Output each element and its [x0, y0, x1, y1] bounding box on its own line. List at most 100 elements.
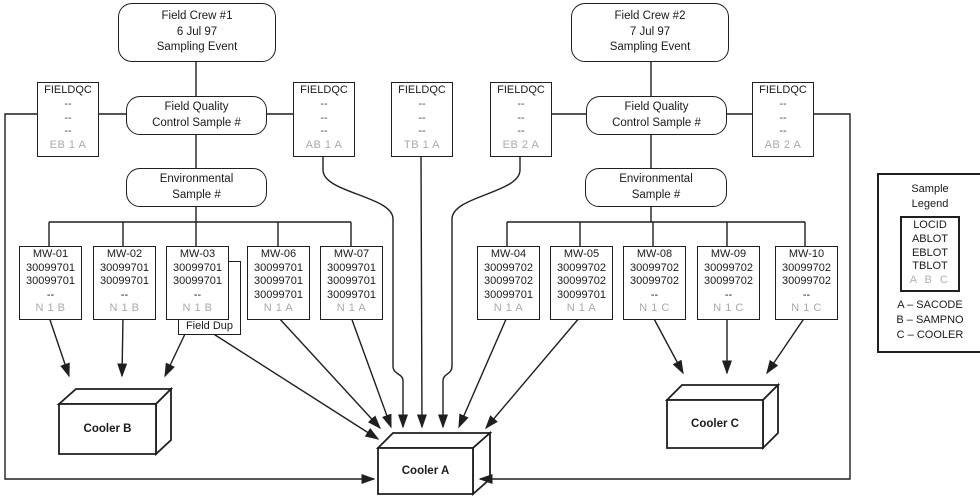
arrow-tb1a-to-cooler-a	[416, 153, 427, 429]
arrow-eb1a-route-to-cooler-a	[4, 113, 376, 484]
fieldqc-box-ab2a: FIELDQC -- -- -- AB 2 A	[752, 82, 814, 157]
right-well-drops	[506, 222, 806, 246]
well-lot-3: --	[120, 288, 129, 301]
arrow-mw02-to-cooler-b	[117, 316, 128, 378]
field-crew-2-box: Field Crew #2 7 Jul 97 Sampling Event	[571, 3, 729, 62]
fieldqc-title: FIELDQC	[44, 84, 92, 96]
fieldqc-title: FIELDQC	[300, 84, 348, 96]
well-lot-3: --	[724, 288, 733, 301]
well-lot-3: 30099701	[327, 288, 376, 301]
well-lot-1: 30099701	[100, 261, 149, 274]
well-code: N 1 A	[263, 302, 294, 315]
cooler-b-shape	[56, 386, 174, 457]
fieldqc-code: AB 1 A	[305, 139, 343, 152]
fqc-sample-2-box: Field Quality Control Sample #	[586, 96, 727, 135]
well-name: MW-09	[710, 248, 747, 260]
well-lot-2: 30099702	[484, 275, 533, 288]
well-name: MW-03	[179, 248, 216, 260]
well-box-mw-03: MW-03 30099701 30099701 -- N 1 B	[166, 246, 229, 320]
well-name: MW-07	[333, 248, 370, 260]
well-lot-1: 30099702	[704, 261, 753, 274]
fqc-1-line1: Field Quality	[164, 101, 229, 113]
fieldqc-dash: --	[320, 97, 328, 110]
well-code: N 1 A	[493, 302, 524, 315]
well-name: MW-01	[32, 248, 69, 260]
fieldqc-box-ab1a: FIELDQC -- -- -- AB 1 A	[293, 82, 355, 157]
well-lot-2: 30099702	[782, 275, 831, 288]
legend-key-sampno: B – SAMPNO	[896, 313, 964, 326]
fieldqc-dash: --	[517, 125, 525, 138]
fieldqc-code: EB 2 A	[502, 139, 540, 152]
well-lot-2: 30099701	[100, 275, 149, 288]
env-1-line1: Environmental	[159, 173, 234, 185]
sample-legend: Sample Legend LOCID ABLOT EBLOT TBLOT A …	[877, 173, 980, 353]
legend-key-sacode: A – SACODE	[897, 298, 963, 311]
well-lot-1: 30099701	[26, 261, 75, 274]
arrow-fielddup-to-cooler-a	[211, 332, 380, 440]
fieldqc-title: FIELDQC	[759, 84, 807, 96]
well-lot-1: 30099702	[782, 261, 831, 274]
fieldqc-dash: --	[64, 97, 72, 110]
fieldqc-title: FIELDQC	[497, 84, 545, 96]
fqc-2-line1: Field Quality	[624, 101, 689, 113]
well-lot-2: 30099701	[327, 275, 376, 288]
fieldqc-title: FIELDQC	[398, 84, 446, 96]
well-name: MW-02	[106, 248, 143, 260]
field-crew-2-date: 7 Jul 97	[629, 25, 671, 38]
well-lot-1: 30099702	[557, 261, 606, 274]
legend-title-line1: Sample	[911, 183, 949, 195]
arrow-mw05-to-cooler-a	[485, 316, 581, 430]
cooler-c-label: Cooler C	[691, 418, 739, 430]
well-name: MW-05	[563, 248, 600, 260]
well-lot-3: --	[802, 288, 811, 301]
arrow-mw10-to-cooler-c	[766, 316, 806, 375]
well-lot-2: 30099702	[557, 275, 606, 288]
env-2-line2: Sample #	[631, 188, 681, 201]
fieldqc-code: TB 1 A	[403, 139, 441, 152]
well-lot-2: 30099701	[26, 275, 75, 288]
fqc-sample-1-box: Field Quality Control Sample #	[126, 96, 267, 135]
well-lot-3: 30099701	[254, 288, 303, 301]
fieldqc-dash: --	[418, 97, 426, 110]
well-box-mw-09: MW-09 30099702 30099702 -- N 1 C	[697, 246, 760, 320]
env-sample-1-box: Environmental Sample #	[126, 168, 267, 207]
field-crew-1-date: 6 Jul 97	[176, 25, 218, 38]
cooler-c-shape	[664, 382, 781, 451]
fieldqc-dash: --	[320, 111, 328, 124]
legend-row-eblot: EBLOT	[911, 246, 949, 259]
well-lot-3: 30099701	[557, 288, 606, 301]
well-lot-3: --	[193, 288, 202, 301]
legend-key-cooler: C – COOLER	[896, 328, 964, 341]
fieldqc-dash: --	[779, 111, 787, 124]
field-crew-1-title: Field Crew #1	[161, 10, 233, 23]
cooler-b-label: Cooler B	[83, 423, 132, 435]
well-lot-1: 30099701	[327, 261, 376, 274]
fieldqc-dash: --	[517, 97, 525, 110]
well-lot-2: 30099702	[704, 275, 753, 288]
field-crew-2-event: Sampling Event	[609, 41, 691, 54]
arrow-mw06-to-cooler-a	[277, 316, 382, 430]
legend-sample-card: LOCID ABLOT EBLOT TBLOT A B C	[900, 216, 960, 292]
well-lot-3: 30099701	[484, 288, 533, 301]
well-code: N 1 C	[713, 302, 744, 315]
legend-title-line2: Legend	[911, 197, 949, 210]
field-crew-1-box: Field Crew #1 6 Jul 97 Sampling Event	[118, 3, 276, 62]
fieldqc-dash: --	[320, 125, 328, 138]
fqc-2-line2: Control Sample #	[612, 116, 701, 129]
well-code: N 1 C	[791, 302, 822, 315]
legend-row-locid: LOCID	[913, 219, 947, 231]
legend-code-row: A B C	[909, 274, 951, 287]
fieldqc-box-eb2a: FIELDQC -- -- -- EB 2 A	[490, 82, 552, 157]
well-name: MW-10	[788, 248, 825, 260]
well-lot-1: 30099701	[254, 261, 303, 274]
arrow-mw07-to-cooler-a	[350, 316, 392, 429]
well-lot-1: 30099701	[173, 261, 222, 274]
fieldqc-dash: --	[418, 111, 426, 124]
fieldqc-box-tb1a: FIELDQC -- -- -- TB 1 A	[391, 82, 453, 157]
arrow-eb2a-to-cooler-a	[438, 154, 521, 429]
fieldqc-dash: --	[517, 111, 525, 124]
well-lot-3: --	[46, 288, 55, 301]
legend-keys: A – SACODE B – SAMPNO C – COOLER	[879, 298, 980, 343]
well-name: MW-08	[636, 248, 673, 260]
